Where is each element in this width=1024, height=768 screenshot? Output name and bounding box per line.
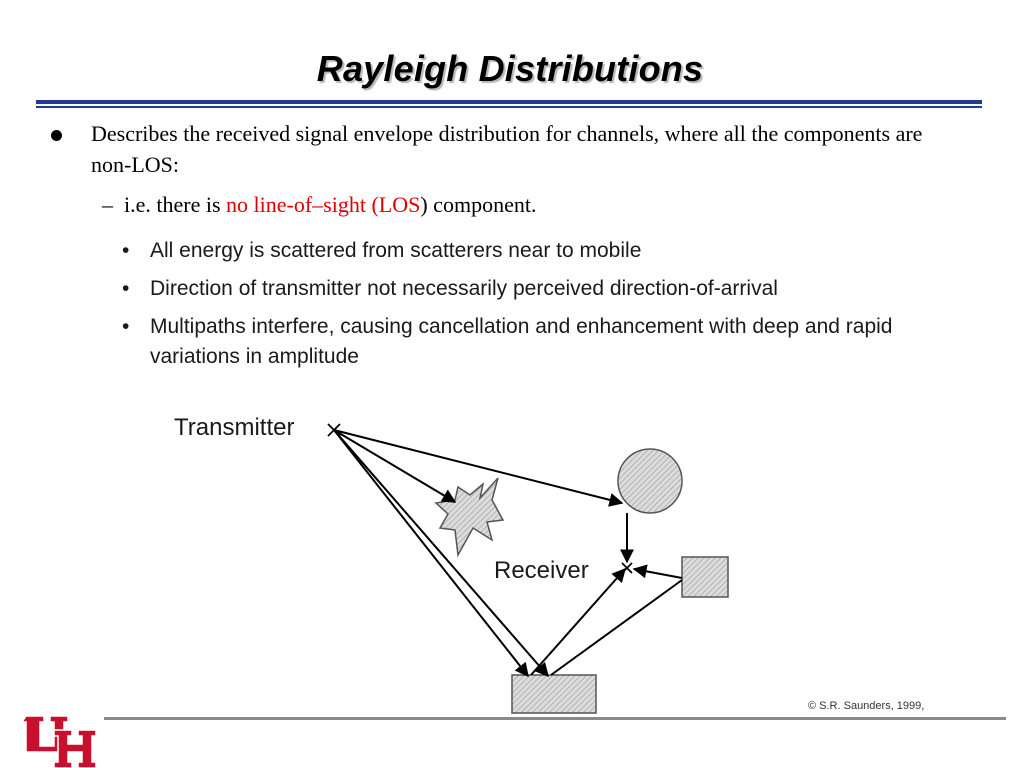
scatterer-square [681,556,729,598]
figure-bullet: • [122,239,130,262]
path-square-to-receiver [632,564,683,579]
title-underline-thin [36,106,982,108]
path-tx-to-block-2 [333,429,549,678]
copyright-note: © S.R. Saunders, 1999, [808,700,925,712]
bullet-dot-icon [51,130,62,141]
sub-bullet-highlight: no line-of–sight (LOS [226,192,421,217]
figure-points-list: • All energy is scattered from scatterer… [120,236,940,380]
transmitter-label: Transmitter [174,414,295,441]
sub-bullet-prefix: i.e. there is [124,192,227,217]
title-underline-thick [36,100,982,104]
figure-bullet: • [122,315,130,338]
figure-point-text: Direction of transmitter not necessarily… [150,277,778,300]
path-block-to-receiver [530,567,626,676]
path-block-to-square [550,579,683,676]
slide-title: Rayleigh Distributions [316,48,704,89]
path-tx-to-star [333,429,457,503]
sub-bullet-dash: – [102,192,113,217]
sub-bullet: – i.e. there is no line-of–sight (LOS) c… [102,190,536,220]
scatterer-star [434,477,505,558]
figure-point-text: All energy is scattered from scatterers … [150,239,642,262]
main-bullet-text: Describes the received signal envelope d… [91,121,923,177]
receiver-label: Receiver [494,557,589,584]
path-tx-to-circle [333,429,624,507]
figure-point: • All energy is scattered from scatterer… [120,236,940,266]
footer-rule [104,717,1006,720]
figure-bullet: • [122,277,130,300]
scatterer-circle [617,448,683,514]
figure-point: • Direction of transmitter not necessari… [120,274,940,304]
uh-logo-icon [24,715,97,768]
sub-bullet-suffix: ) component. [420,192,537,217]
figure-point: • Multipaths interfere, causing cancella… [120,312,940,372]
figure-point-text: Multipaths interfere, causing cancellati… [150,315,893,368]
scatterer-ground-block [511,674,597,714]
path-tx-to-block-1 [333,429,529,678]
propagation-paths [333,429,683,678]
